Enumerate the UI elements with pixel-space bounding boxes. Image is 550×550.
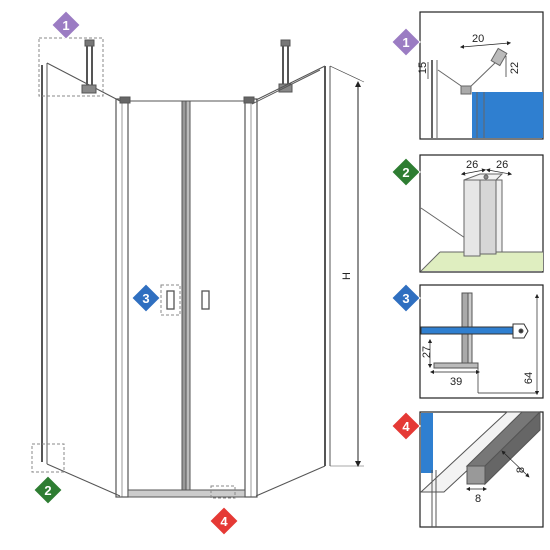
- callout-number: 1: [62, 18, 69, 33]
- detail-2-panel: 26 26: [419, 154, 544, 273]
- callout-frames: [31, 37, 236, 499]
- detail-3-dim-width: 39: [450, 376, 462, 388]
- right-top-bracket: [278, 39, 293, 93]
- detail-4-dim-width: 8: [475, 493, 481, 505]
- door-frame: [115, 96, 258, 498]
- detail-badge-4: 4: [391, 411, 421, 441]
- detail-badge-3: 3: [391, 283, 421, 313]
- height-label: H: [341, 272, 353, 280]
- left-top-bracket: [81, 39, 97, 94]
- door-handles: [166, 290, 210, 310]
- detail-3-dim-total: 64: [523, 372, 535, 384]
- detail-badge-1: 1: [391, 27, 421, 57]
- height-dimension: H: [329, 65, 365, 467]
- detail-4-panel: 8 8: [419, 410, 544, 528]
- callout-badge-2: 2: [33, 475, 63, 505]
- callout-badge-3: 3: [131, 283, 161, 313]
- main-enclosure-view: H: [31, 37, 365, 499]
- detail-2-dim-a: 26: [466, 159, 478, 171]
- detail-4-dim-height: 8: [515, 467, 527, 473]
- detail-3-panel: 27 39 64: [419, 284, 544, 399]
- callout-badge-4: 4: [209, 506, 239, 536]
- callout-number: 3: [142, 291, 149, 306]
- detail-1-dim-top: 20: [472, 33, 484, 45]
- callout-number: 2: [402, 165, 409, 180]
- callout-number: 1: [402, 35, 409, 50]
- detail-2-dim-b: 26: [496, 159, 508, 171]
- right-side-panel: [251, 65, 361, 497]
- detail-1-dim-right: 22: [509, 62, 521, 74]
- left-side-panel: [41, 62, 121, 497]
- callout-number: 4: [402, 419, 410, 434]
- callout-number: 3: [402, 291, 409, 306]
- callout-number: 4: [220, 514, 228, 529]
- detail-3-dim-height: 27: [421, 346, 433, 358]
- callout-badge-1: 1: [51, 10, 81, 40]
- callout-number: 2: [44, 483, 51, 498]
- detail-1-dim-left: 15: [417, 62, 429, 74]
- detail-1-panel: 20 15 22: [417, 11, 544, 140]
- detail-badge-2: 2: [391, 157, 421, 187]
